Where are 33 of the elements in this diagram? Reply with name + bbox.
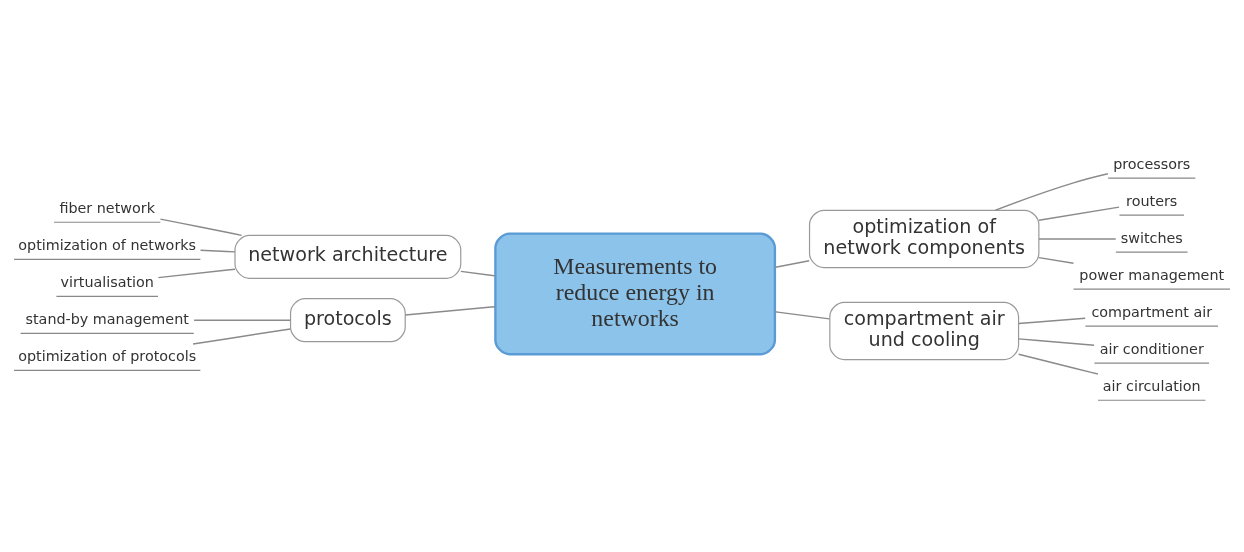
connector bbox=[159, 218, 243, 237]
node-text: optimization of protocols bbox=[18, 347, 197, 364]
connector bbox=[1017, 317, 1086, 325]
node-text: air conditioner bbox=[1099, 340, 1204, 357]
node-text: power management bbox=[1079, 266, 1225, 283]
connector bbox=[199, 249, 236, 253]
node-text: switches bbox=[1120, 229, 1183, 246]
node-text: virtualisation bbox=[60, 273, 154, 290]
node-text: fiber network bbox=[59, 199, 155, 216]
node-box: network architecture bbox=[234, 234, 462, 279]
connector bbox=[1038, 256, 1075, 265]
connector bbox=[460, 270, 496, 277]
connector bbox=[193, 319, 292, 321]
connector bbox=[1017, 353, 1099, 375]
node-box: Measurements to reduce energy in networks bbox=[494, 232, 777, 356]
node-box: protocols bbox=[289, 298, 406, 343]
node-text: routers bbox=[1126, 192, 1178, 209]
connector bbox=[1017, 338, 1095, 346]
connector bbox=[1038, 238, 1117, 240]
node-box: optimization of network components bbox=[808, 209, 1040, 269]
node-text: processors bbox=[1113, 155, 1191, 172]
connector bbox=[774, 260, 810, 269]
connector bbox=[1038, 206, 1120, 221]
connector bbox=[192, 328, 291, 345]
connector bbox=[774, 311, 831, 320]
node-text: air circulation bbox=[1102, 377, 1201, 394]
connector bbox=[157, 268, 236, 279]
node-box: compartment air und cooling bbox=[829, 301, 1020, 361]
node-text: optimization of networks bbox=[18, 236, 197, 253]
connector bbox=[404, 306, 496, 316]
node-text: compartment air bbox=[1091, 303, 1213, 320]
node-text: stand-by management bbox=[25, 310, 189, 327]
connector bbox=[994, 173, 1109, 211]
